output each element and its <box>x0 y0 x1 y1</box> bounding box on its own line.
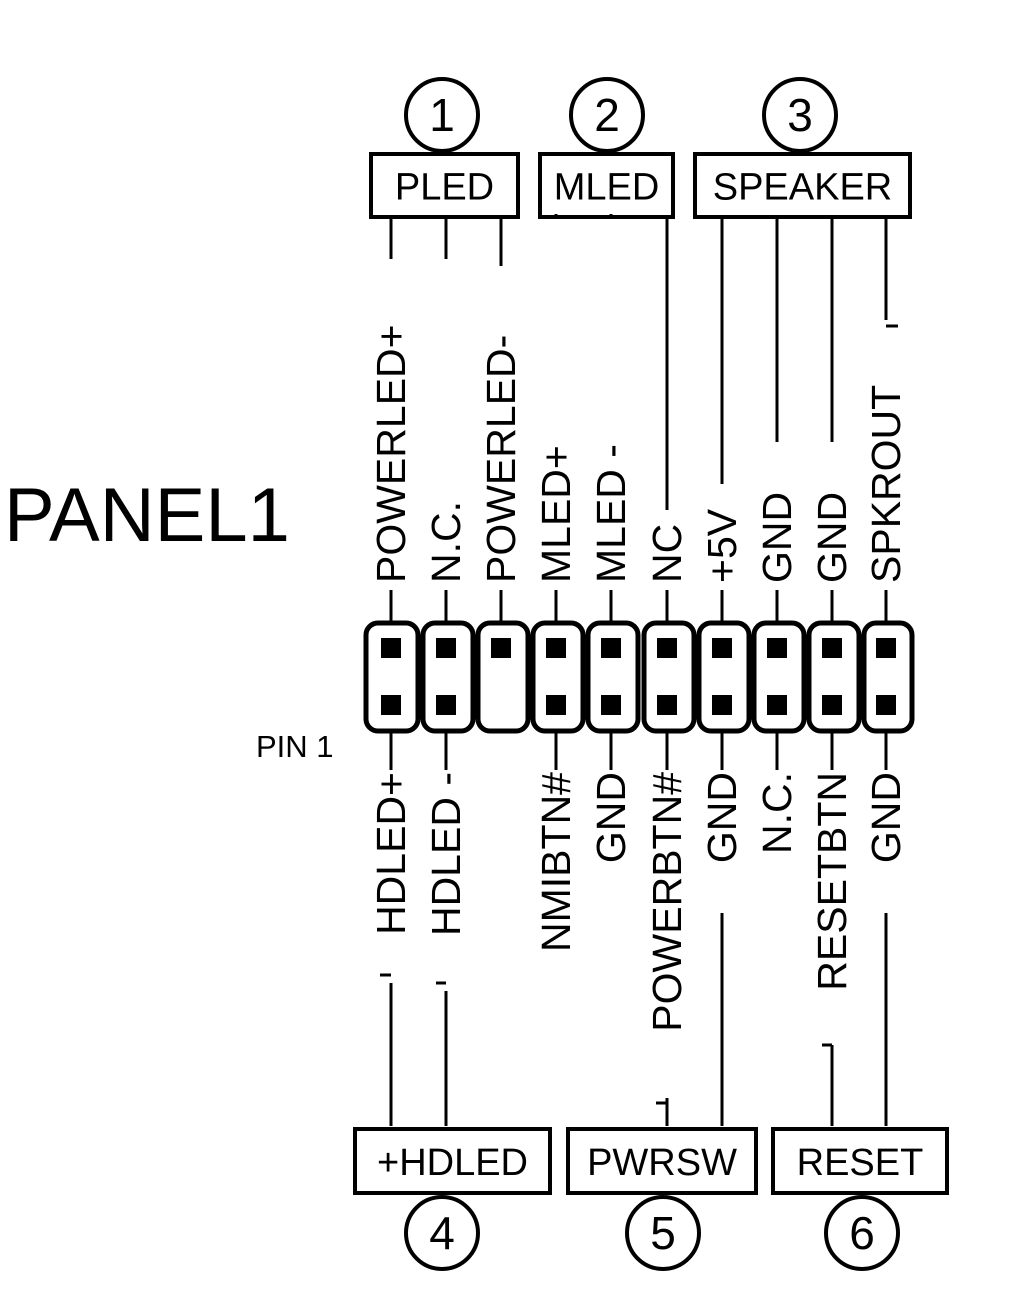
bottom-group-number-2: 5 <box>650 1207 676 1259</box>
top-group-label-2: MLED <box>554 167 660 209</box>
top-group-number-3: 3 <box>787 89 813 141</box>
pin-bottom-7 <box>712 695 732 715</box>
pin-bottom-9 <box>822 695 842 715</box>
pin-label-bottom-5: GND <box>588 772 634 863</box>
pin-cell-3 <box>475 620 531 734</box>
top-group-number-2: 2 <box>594 89 620 141</box>
pin-cell-2 <box>420 620 476 734</box>
pin-top-9 <box>822 638 842 658</box>
top-group-number-circle-1 <box>404 77 480 153</box>
pin-label-bottom-7: GND <box>699 772 745 863</box>
pin-cell-9 <box>806 620 862 734</box>
pin-label-top-3: POWERLED- <box>478 335 524 583</box>
top-group-number-1: 1 <box>429 89 455 141</box>
bottom-group-box-2 <box>566 1127 758 1195</box>
pin-cell-10 <box>861 620 915 734</box>
pin-cell-4 <box>530 620 586 734</box>
top-group-box-3 <box>693 152 912 219</box>
pin-label-top-10: SPKROUT <box>863 385 909 583</box>
bottom-group-number-circle-1 <box>404 1195 480 1271</box>
bottom-group-number-1: 4 <box>429 1207 455 1259</box>
bottom-group-label-1: +HDLED <box>377 1142 528 1184</box>
pin-label-bottom-6: POWERBTN# <box>644 772 690 1032</box>
pin-label-top-9: GND <box>809 492 855 583</box>
pin-label-bottom-10: GND <box>863 772 909 863</box>
top-group-label-1: PLED <box>395 167 494 209</box>
pin-top-4 <box>546 638 566 658</box>
pin-label-bottom-9: RESETBTN <box>809 772 855 991</box>
bottom-group-label-2: PWRSW <box>587 1142 737 1184</box>
panel-title: PANEL1 <box>4 473 290 558</box>
pin-label-top-8: GND <box>754 492 800 583</box>
bottom-group-box-3 <box>771 1127 949 1195</box>
pin-bottom-10 <box>876 695 896 715</box>
pin-cell-5 <box>585 620 641 734</box>
pin-top-2 <box>436 638 456 658</box>
top-group-number-circle-3 <box>762 77 838 153</box>
pin-label-bottom-4: NMIBTN# <box>533 772 579 952</box>
bottom-group-label-3: RESET <box>797 1142 924 1184</box>
pin-top-7 <box>712 638 732 658</box>
pin-bottom-8 <box>767 695 787 715</box>
pin-label-top-4: MLED+ <box>533 445 579 583</box>
pin-label-top-6: NC <box>644 524 690 583</box>
pin-label-bottom-1: HDLED+ <box>368 772 414 935</box>
pin-label-top-2: N.C. <box>423 501 469 583</box>
bottom-group-layer: +HDLED 4 PWRSW 5 RESET 6 <box>353 1127 949 1271</box>
pin-bottom-5 <box>601 695 621 715</box>
lead-lines-layer <box>380 214 898 1126</box>
pin-bottom-2 <box>436 695 456 715</box>
pin-bottom-4 <box>546 695 566 715</box>
pin-label-top-7: +5V <box>699 508 745 583</box>
pin-label-bottom-2: HDLED - <box>423 772 469 936</box>
pin-top-5 <box>601 638 621 658</box>
top-group-number-circle-2 <box>569 77 645 153</box>
pin-label-top-1: POWERLED+ <box>368 324 414 583</box>
pin1-label: PIN 1 <box>256 729 334 764</box>
bottom-group-number-circle-3 <box>824 1195 900 1271</box>
pin-top-10 <box>876 638 896 658</box>
bottom-group-box-1 <box>353 1127 552 1195</box>
pin-top-1 <box>381 638 401 658</box>
pin-top-3 <box>491 638 511 658</box>
top-group-box-1 <box>369 152 520 219</box>
pin-bottom-6 <box>657 695 677 715</box>
pin-top-6 <box>657 638 677 658</box>
pin-cell-8 <box>751 620 807 734</box>
pin-cell-7 <box>696 620 752 734</box>
pin-label-top-5: MLED - <box>588 444 634 583</box>
pin-cell-1 <box>363 620 421 734</box>
pin-cell-6 <box>641 620 697 734</box>
bottom-group-number-circle-2 <box>625 1195 701 1271</box>
connector-layer <box>363 620 915 734</box>
pin-label-bottom-8: N.C. <box>754 772 800 854</box>
top-group-box-2 <box>538 152 675 219</box>
pin-top-8 <box>767 638 787 658</box>
top-group-label-3: SPEAKER <box>713 167 893 209</box>
pin-bottom-1 <box>381 695 401 715</box>
bottom-group-number-3: 6 <box>849 1207 875 1259</box>
